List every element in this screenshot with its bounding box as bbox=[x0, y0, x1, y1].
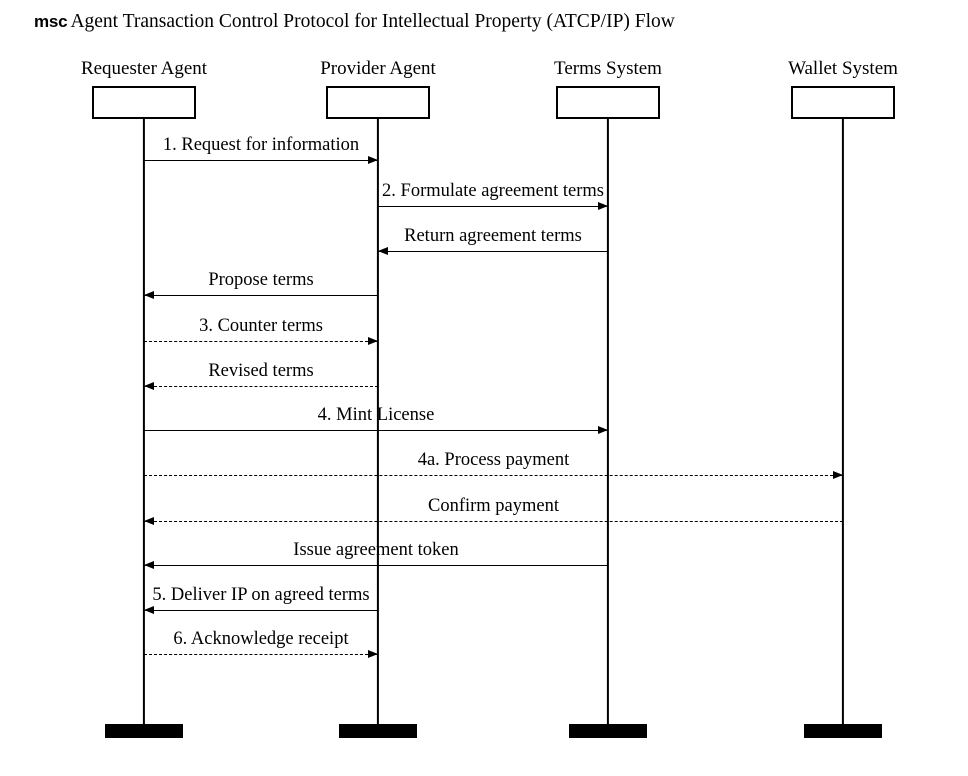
message-line-m6 bbox=[144, 386, 378, 387]
arrowhead-m3 bbox=[378, 246, 388, 255]
message-line-m4 bbox=[144, 295, 378, 296]
message-line-m3 bbox=[378, 251, 608, 252]
participant-label-terms: Terms System bbox=[554, 58, 662, 79]
lifeline-terms bbox=[606, 119, 610, 725]
message-line-m2 bbox=[378, 206, 608, 207]
participant-label-requester: Requester Agent bbox=[80, 58, 208, 79]
arrowhead-m10 bbox=[144, 560, 154, 569]
terminator-bar-wallet bbox=[804, 724, 882, 738]
arrowhead-m1 bbox=[368, 155, 378, 164]
arrowhead-m6 bbox=[144, 381, 154, 390]
message-label-m5: 3. Counter terms bbox=[199, 316, 323, 336]
message-label-m11: 5. Deliver IP on agreed terms bbox=[152, 585, 370, 605]
arrowhead-m12 bbox=[368, 649, 378, 658]
message-line-m7 bbox=[144, 430, 608, 431]
participant-box-provider[interactable] bbox=[326, 86, 430, 119]
terminator-bar-requester bbox=[105, 724, 183, 738]
message-label-m7: 4. Mint License bbox=[317, 405, 435, 425]
arrowhead-m8 bbox=[833, 470, 843, 479]
terminator-bar-provider bbox=[339, 724, 417, 738]
lifeline-requester bbox=[142, 119, 146, 725]
participant-label-wallet: Wallet System bbox=[788, 58, 898, 79]
message-label-m4: Propose terms bbox=[208, 270, 314, 290]
lifeline-provider bbox=[376, 119, 380, 725]
message-line-m8 bbox=[144, 475, 843, 476]
msc-keyword: msc bbox=[34, 12, 68, 31]
message-line-m11 bbox=[144, 610, 378, 611]
message-label-m9: Confirm payment bbox=[427, 496, 560, 516]
message-line-m9 bbox=[144, 521, 843, 522]
lifeline-wallet bbox=[841, 119, 845, 725]
participant-box-requester[interactable] bbox=[92, 86, 196, 119]
arrowhead-m9 bbox=[144, 516, 154, 525]
terminator-bar-terms bbox=[569, 724, 647, 738]
participant-label-provider: Provider Agent bbox=[320, 58, 436, 79]
message-line-m5 bbox=[144, 341, 378, 342]
arrowhead-m4 bbox=[144, 290, 154, 299]
arrowhead-m2 bbox=[598, 201, 608, 210]
participant-box-wallet[interactable] bbox=[791, 86, 895, 119]
message-line-m12 bbox=[144, 654, 378, 655]
message-label-m10: Issue agreement token bbox=[293, 540, 459, 560]
message-label-m2: 2. Formulate agreement terms bbox=[382, 181, 604, 201]
arrowhead-m5 bbox=[368, 336, 378, 345]
message-label-m3: Return agreement terms bbox=[404, 226, 582, 246]
arrowhead-m7 bbox=[598, 425, 608, 434]
message-line-m1 bbox=[144, 160, 378, 161]
message-line-m10 bbox=[144, 565, 608, 566]
message-label-m1: 1. Request for information bbox=[162, 135, 360, 155]
arrowhead-m11 bbox=[144, 605, 154, 614]
message-label-m12: 6. Acknowledge receipt bbox=[173, 629, 349, 649]
message-label-m8: 4a. Process payment bbox=[417, 450, 570, 470]
message-label-m6: Revised terms bbox=[208, 361, 314, 381]
participant-box-terms[interactable] bbox=[556, 86, 660, 119]
diagram-title-text: Agent Transaction Control Protocol for I… bbox=[70, 11, 675, 32]
